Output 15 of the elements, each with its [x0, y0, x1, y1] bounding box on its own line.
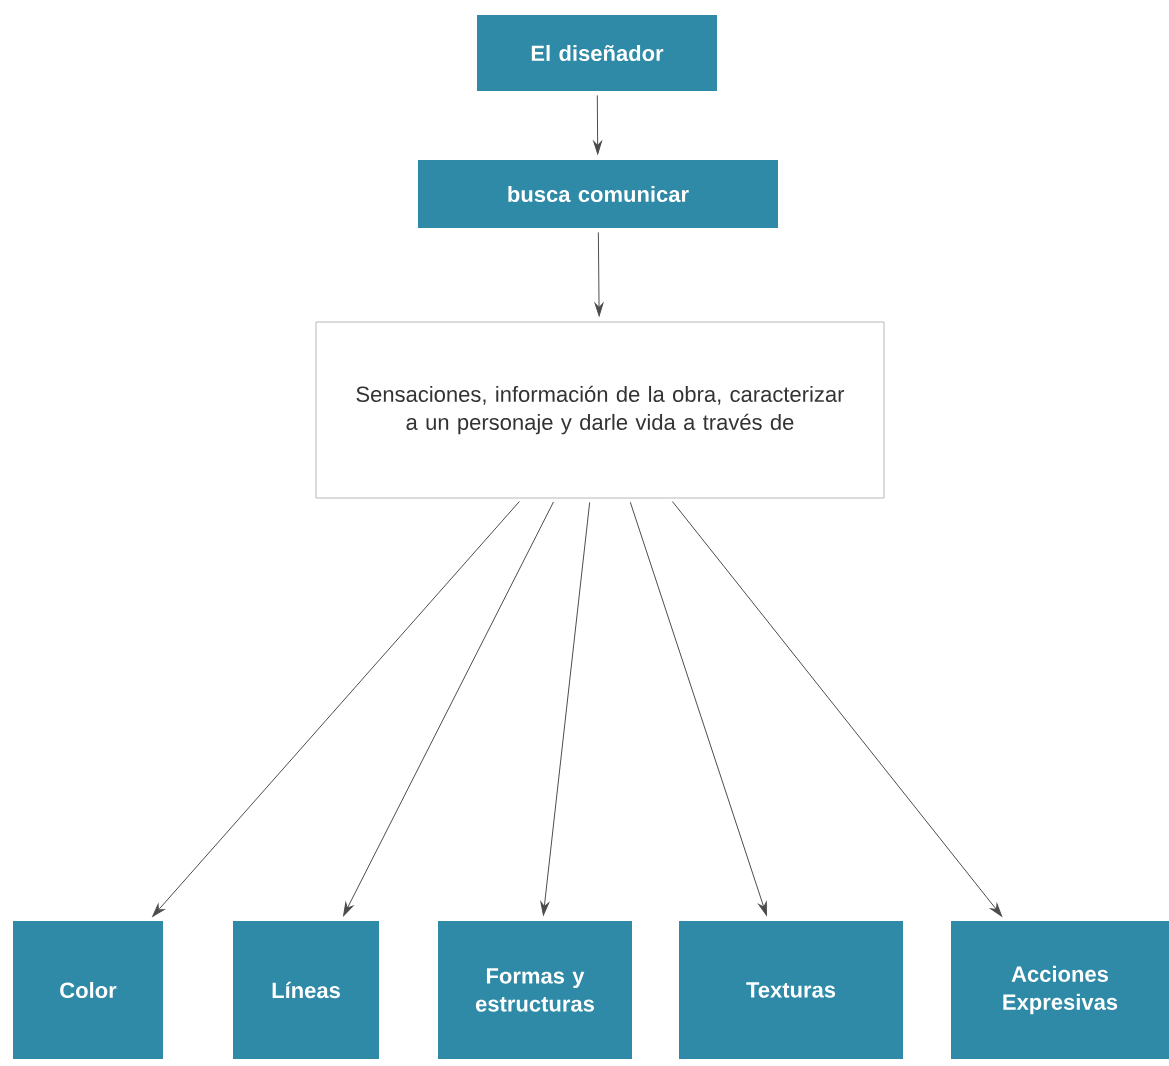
arrow	[540, 501, 591, 916]
process-box: El diseñador	[477, 15, 717, 91]
process-box: Texturas	[679, 921, 903, 1059]
process-box: Acciones Expresivas	[951, 921, 1169, 1059]
process-box: busca comunicar	[418, 160, 778, 228]
process-box: Color	[13, 921, 163, 1059]
arrow	[594, 231, 604, 317]
process-box: Formas y estructuras	[438, 921, 632, 1059]
process-box: Líneas	[233, 921, 379, 1059]
arrow	[671, 501, 1003, 917]
arrow	[343, 501, 554, 917]
arrow	[152, 500, 520, 917]
arrow	[593, 94, 603, 155]
arrow	[629, 501, 767, 916]
text-box: Sensaciones, información de la obra, caracterizar a un personaje y darle vida a través de	[315, 321, 885, 499]
